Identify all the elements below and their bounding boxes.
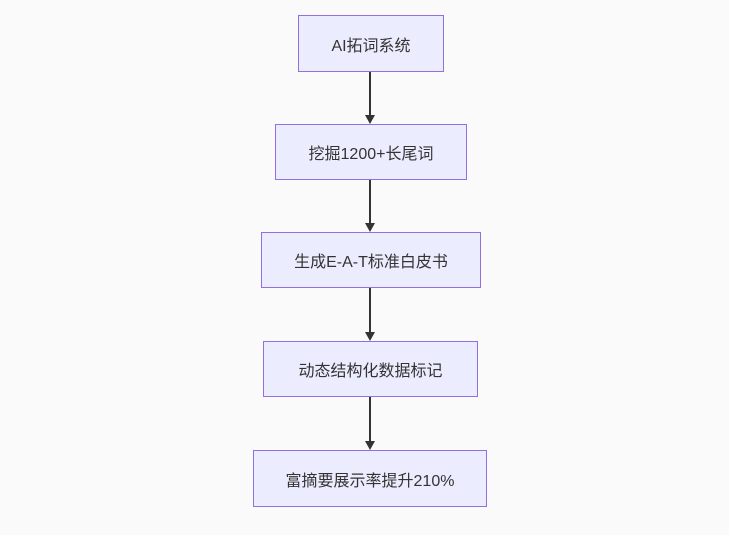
arrowhead-down-icon	[365, 332, 375, 341]
flow-connector-3-4	[364, 288, 376, 341]
flow-connector-4-5	[364, 397, 376, 450]
flow-node-rich-snippet-rate-increase: 富摘要展示率提升210%	[253, 450, 487, 507]
flow-node-label: 动态结构化数据标记	[298, 363, 443, 380]
flow-node-label: 挖掘1200+长尾词	[308, 146, 434, 163]
flow-node-ai-word-expansion-system: AI拓词系统	[298, 15, 444, 72]
arrow-line	[369, 180, 371, 223]
flow-node-dynamic-structured-data-markup: 动态结构化数据标记	[263, 341, 478, 397]
arrow-line	[369, 397, 371, 441]
flow-node-mine-longtail-keywords: 挖掘1200+长尾词	[275, 124, 467, 180]
flow-node-label: 生成E-A-T标准白皮书	[294, 254, 448, 271]
flow-connector-1-2	[364, 72, 376, 124]
flow-node-label: AI拓词系统	[331, 37, 411, 55]
flow-node-label: 富摘要展示率提升210%	[285, 472, 455, 490]
arrowhead-down-icon	[365, 441, 375, 450]
flow-node-generate-eat-whitepaper: 生成E-A-T标准白皮书	[261, 232, 481, 288]
flow-connector-2-3	[364, 180, 376, 232]
arrow-line	[369, 288, 371, 332]
arrowhead-down-icon	[365, 223, 375, 232]
arrow-line	[369, 72, 371, 115]
arrowhead-down-icon	[365, 115, 375, 124]
